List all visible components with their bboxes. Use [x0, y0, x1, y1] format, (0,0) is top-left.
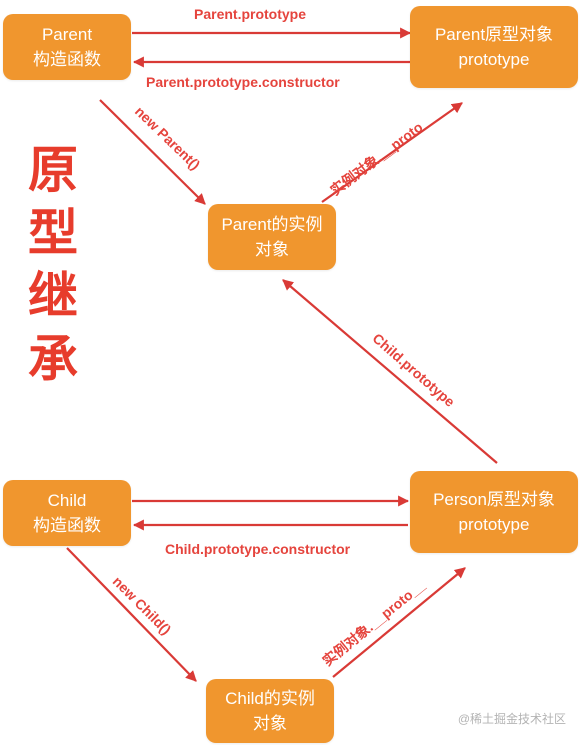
child-instance-node: Child的实例 对象 [206, 679, 334, 743]
node-label-line2: prototype [458, 50, 530, 69]
parent-instance-node: Parent的实例 对象 [208, 204, 336, 270]
parent-prototype-node: Parent原型对象 prototype [410, 6, 578, 88]
edge-label-parent-prototype: Parent.prototype [194, 6, 307, 22]
arrow-parent-instance-proto [321, 102, 463, 203]
node-label-line1: Parent的实例 [221, 215, 323, 234]
person-prototype-node: Person原型对象 prototype [410, 471, 578, 553]
edge-label-parent-constructor: Parent.prototype.constructor [146, 74, 340, 90]
child-constructor-node: Child 构造函数 [3, 480, 131, 546]
node-label-line2: 对象 [255, 240, 289, 259]
title-char: 原 [28, 142, 78, 198]
diagram-side-title: 原 型 继 承 [22, 145, 84, 397]
title-char: 承 [28, 331, 78, 387]
node-label-line1: Parent原型对象 [434, 25, 554, 44]
title-char: 继 [28, 268, 78, 324]
parent-constructor-node: Parent 构造函数 [3, 14, 131, 80]
arrow-new-child [66, 547, 197, 682]
node-label-line2: 对象 [253, 714, 287, 733]
title-char: 型 [28, 205, 78, 261]
arrow-new-parent [99, 99, 206, 205]
node-label-line2: 构造函数 [33, 50, 101, 69]
node-label-line1: Child [47, 491, 87, 510]
node-label-line2: prototype [458, 515, 530, 534]
node-label-line1: Person原型对象 [433, 490, 555, 509]
node-label-line1: Child的实例 [225, 689, 315, 708]
node-label-line2: 构造函数 [33, 516, 101, 535]
watermark: @稀土掘金技术社区 [457, 712, 566, 726]
arrow-child-instance-proto [332, 567, 466, 678]
arrow-child-prototype [282, 279, 498, 464]
edge-label-child-constructor: Child.prototype.constructor [165, 541, 351, 557]
node-label-line1: Parent [41, 25, 93, 44]
